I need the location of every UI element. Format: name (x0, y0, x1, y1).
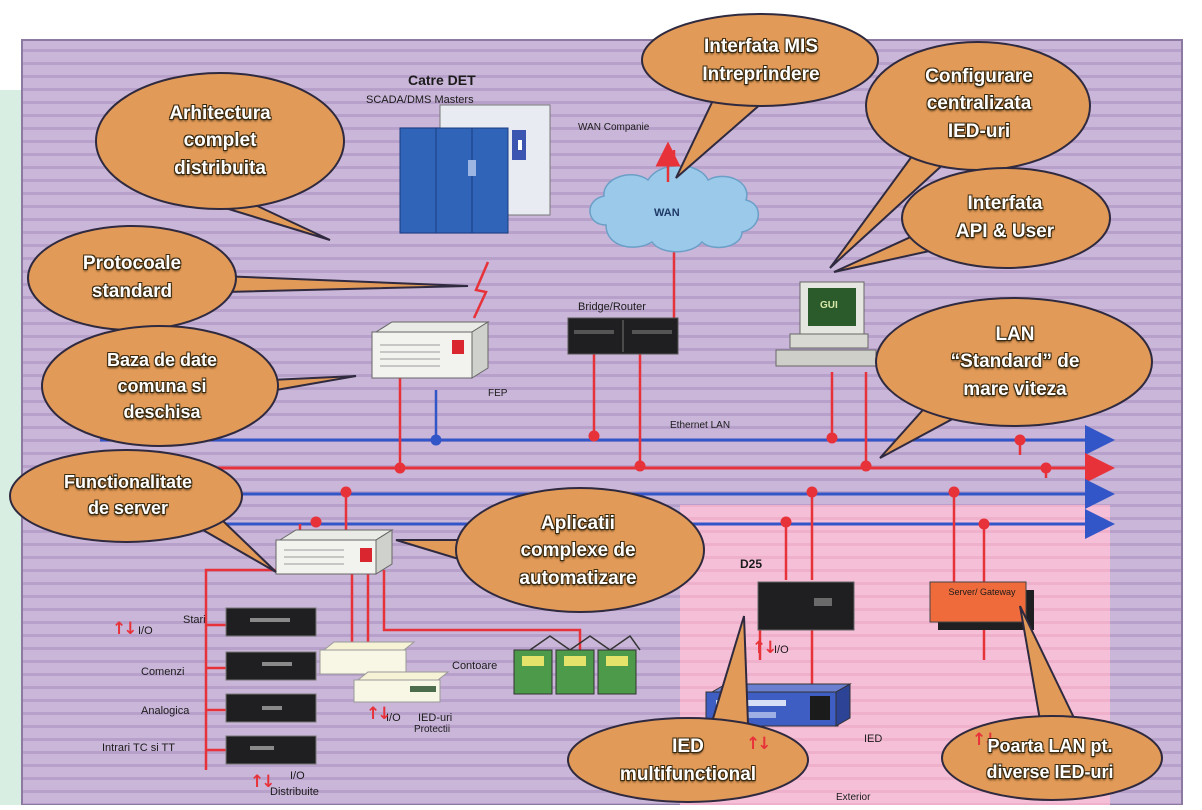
label-bridge-router: Bridge/Router (578, 301, 646, 313)
callout-fill (12, 452, 240, 540)
callout-fill (904, 170, 1108, 266)
label-io-bottom: I/O (290, 770, 305, 782)
label-gui: GUI (820, 300, 838, 311)
callout-fill (944, 718, 1160, 798)
up-down-arrows-icon: ↑↓ (250, 772, 275, 792)
callout-fill (570, 720, 806, 800)
label-distribuite: Distribuite (270, 786, 319, 798)
label-wan: WAN (654, 207, 680, 219)
fep-icon (371, 321, 490, 379)
callout-protocoale-balloon (27, 225, 469, 331)
gui-workstation-icon (775, 281, 877, 367)
label-catre-det: Catre DET (408, 72, 476, 88)
bridge-router-icon (567, 317, 679, 355)
callout-lan-standard-balloon (875, 297, 1153, 459)
up-down-arrows-icon: ↑↓ (746, 734, 771, 754)
protection-ieds-icon (319, 641, 450, 703)
callout-fill (98, 75, 342, 207)
callout-functionalitate-balloon (9, 449, 277, 573)
label-analogica: Analogica (141, 705, 190, 717)
meters-icon (513, 634, 641, 695)
callout-fill (30, 228, 234, 328)
server-gateway-icon (929, 581, 1034, 630)
label-fep: FEP (488, 388, 508, 399)
label-ied: IED (864, 733, 883, 745)
up-down-arrows-icon: ↑↓ (366, 704, 391, 724)
label-server-gateway: Server/ Gateway (948, 587, 1016, 597)
up-down-arrows-icon: ↑↓ (112, 619, 137, 639)
label-io-protectii: I/O (386, 712, 401, 724)
up-down-arrows-icon: ↑↓ (972, 730, 997, 750)
callout-configurare-balloon (829, 41, 1091, 269)
callout-fill (878, 300, 1150, 424)
server-icon (275, 529, 394, 575)
callout-baza-date-balloon (41, 325, 357, 447)
up-down-arrows-icon: ↑↓ (752, 638, 777, 658)
label-stari: Stari (183, 614, 206, 626)
label-comenzi: Comenzi (141, 666, 185, 678)
wan-cloud (589, 165, 759, 253)
label-io-right: I/O (774, 644, 789, 656)
callout-poarta-lan-balloon (941, 605, 1163, 801)
callout-arhitectura-balloon (95, 72, 345, 241)
label-d25: D25 (740, 557, 763, 571)
label-contoare: Contoare (452, 660, 498, 672)
callout-fill (458, 490, 702, 610)
callout-interfata-api-balloon (833, 167, 1111, 273)
label-exterior: Exterior (836, 792, 871, 803)
callout-ied-multifunctional-balloon (567, 615, 809, 803)
callout-poarta-lan: Poarta LAN pt.diverse IED-uri (986, 735, 1114, 782)
scada-masters-icon (399, 104, 551, 234)
callout-interfata-mis-balloon (641, 13, 879, 179)
d25-icon (757, 581, 855, 631)
callout-aplicatii-balloon (395, 487, 705, 613)
label-protectii: Protectii (414, 724, 451, 735)
label-intrari: Intrari TC si TT (102, 742, 175, 754)
label-scada-masters: SCADA/DMS Masters (366, 94, 474, 106)
callout-fill (644, 16, 876, 104)
junction-dots (310, 430, 1052, 530)
callouts (9, 13, 1163, 803)
label-wan-companie: WAN Companie (578, 122, 650, 133)
label-io-left: I/O (138, 625, 153, 637)
label-ethernet-lan: Ethernet LAN (670, 420, 731, 431)
callout-fill (44, 328, 276, 444)
callout-fill (868, 44, 1088, 168)
io-modules (225, 607, 317, 765)
label-ied-uri: IED-uri (418, 712, 453, 724)
